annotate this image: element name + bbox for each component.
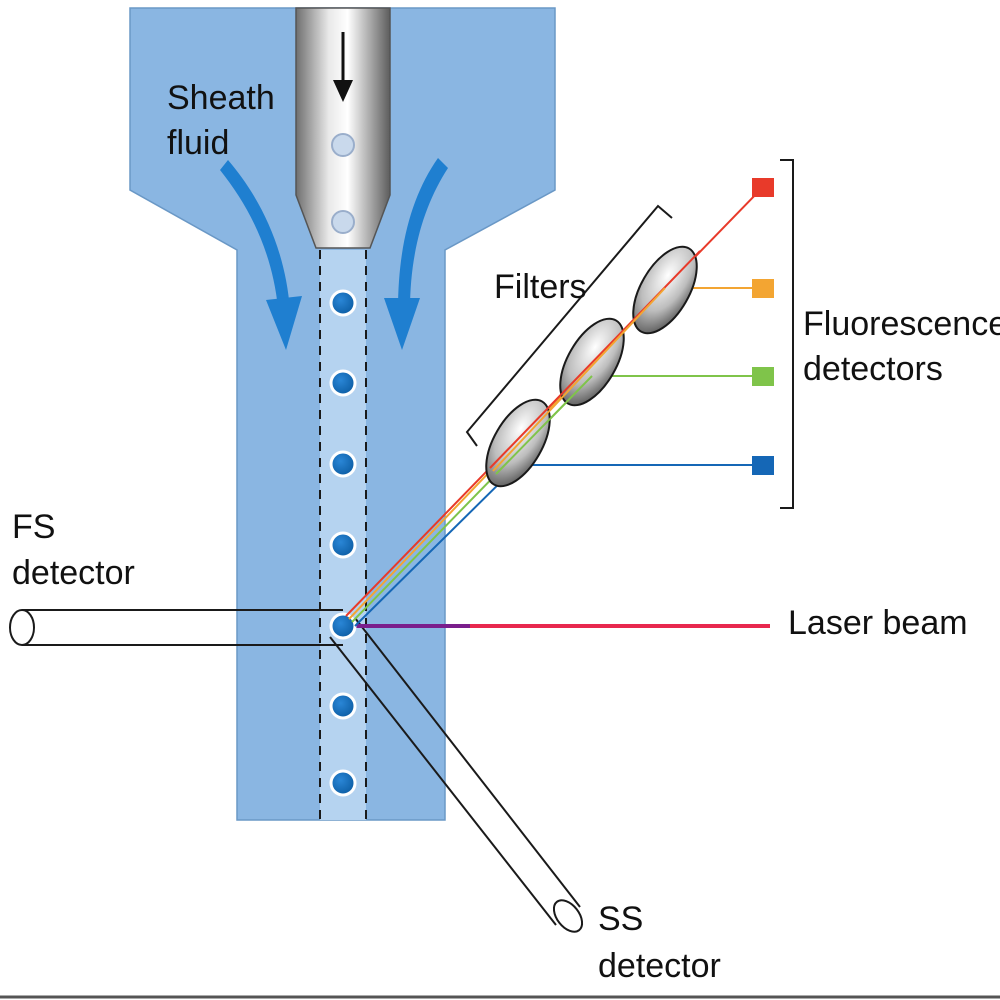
fluorescence-label-line2: detectors (803, 350, 943, 388)
sample-needle (295, 7, 391, 249)
fs-label-line2: detector (12, 554, 135, 592)
cell (329, 289, 357, 317)
detector-blue (752, 456, 774, 475)
sheath-label-line1: Sheath (167, 79, 275, 117)
emission-paths-front (489, 250, 701, 475)
detector-red (752, 178, 774, 197)
fluorescence-detectors (752, 178, 774, 475)
cell-in-needle (331, 210, 355, 234)
laser-label: Laser beam (788, 604, 968, 642)
cells (329, 289, 357, 797)
cell (329, 769, 357, 797)
filters-label: Filters (494, 268, 587, 306)
cell (329, 692, 357, 720)
fs-label-line1: FS (12, 508, 55, 546)
ss-detector-tube (329, 617, 584, 933)
detector-green (752, 367, 774, 386)
filter-lens (632, 245, 698, 335)
filters-bracket (465, 204, 673, 447)
cell (329, 531, 357, 559)
cell (329, 369, 357, 397)
curved-arrow-icon (220, 160, 302, 350)
fs-detector-tube (9, 609, 343, 646)
fluorescence-label-line1: Fluorescence (803, 305, 1000, 343)
ss-label-line2: detector (598, 947, 721, 985)
cell-in-needle (331, 133, 355, 157)
cell (329, 450, 357, 478)
curved-arrow-icon (384, 158, 448, 350)
ss-label-line1: SS (598, 900, 643, 938)
down-arrow-icon (333, 32, 353, 102)
detectors-bracket (780, 159, 794, 509)
detector-orange (752, 279, 774, 298)
sheath-label-line2: fluid (167, 124, 229, 162)
